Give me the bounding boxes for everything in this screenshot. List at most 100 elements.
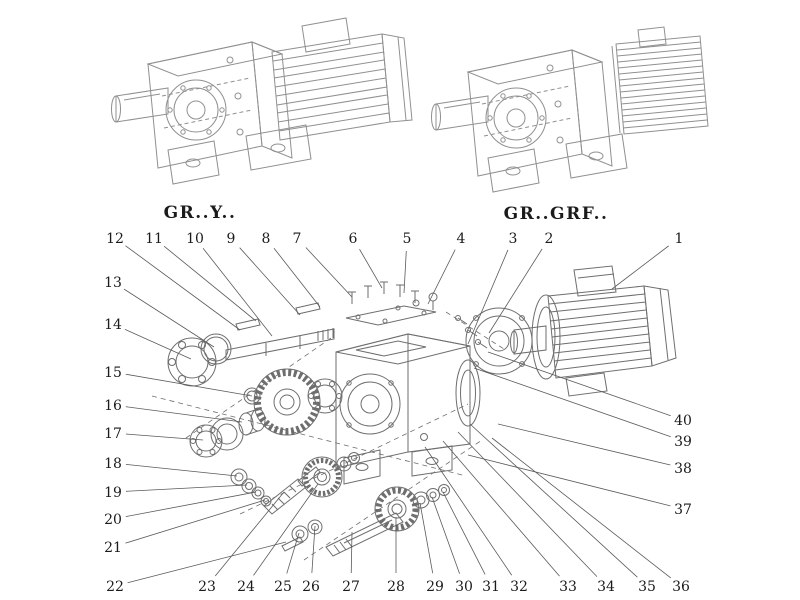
leader-line-21	[125, 499, 266, 544]
leader-line-15	[125, 373, 253, 397]
callout-number-20: 20	[104, 512, 122, 528]
output-key	[281, 536, 304, 552]
intermediate-bearing	[307, 378, 343, 414]
leader-line-22	[127, 541, 287, 584]
front-hub	[165, 79, 227, 141]
callout-number-8: 8	[262, 231, 271, 247]
callout-number-22: 22	[106, 579, 124, 595]
callout-number-6: 6	[349, 231, 358, 247]
callout-number-30: 30	[455, 579, 473, 595]
leader-line-9	[239, 247, 301, 316]
drain-plug	[420, 433, 428, 441]
callout-number-3: 3	[509, 231, 518, 247]
variant-label-gr-y: GR..Y..	[164, 203, 237, 223]
pinion-teeth	[317, 328, 334, 341]
callout-number-2: 2	[545, 231, 554, 247]
leader-line-39	[473, 367, 671, 438]
leader-line-29	[419, 502, 434, 574]
callout-number-37: 37	[674, 502, 692, 518]
callout-number-9: 9	[227, 231, 236, 247]
variant-label-gr-grf: GR..GRF..	[504, 204, 609, 224]
gearbox-housing	[147, 41, 263, 169]
callout-number-39: 39	[674, 434, 692, 450]
callout-number-27: 27	[342, 579, 360, 595]
finned-motor-block	[611, 26, 709, 135]
leader-line-19	[125, 484, 248, 492]
callout-number-13: 13	[104, 275, 122, 291]
motor-shaft	[513, 325, 547, 355]
motor-foot	[565, 372, 608, 397]
output-shaft	[431, 95, 489, 131]
input-bearing	[167, 337, 217, 387]
terminal-box	[301, 17, 351, 53]
fan-cover	[643, 285, 677, 367]
leader-line-10	[202, 247, 273, 337]
leader-line-20	[125, 491, 257, 517]
callout-number-12: 12	[106, 231, 124, 247]
shaft-key	[295, 302, 321, 315]
leader-line-5	[403, 250, 407, 294]
callout-number-17: 17	[104, 426, 122, 442]
terminal-box	[637, 26, 667, 48]
callout-number-31: 31	[482, 579, 500, 595]
assembled-view-gr-y	[111, 17, 413, 185]
input-shaft	[225, 302, 335, 361]
washer-stack	[230, 468, 272, 507]
leader-line-35	[469, 423, 638, 578]
leader-line-31	[442, 491, 486, 575]
mounting-feet	[487, 133, 628, 193]
callout-number-16: 16	[104, 398, 122, 414]
callout-number-26: 26	[302, 579, 320, 595]
callout-number-33: 33	[559, 579, 577, 595]
fan-cover	[381, 33, 413, 123]
cover-bolts	[348, 281, 419, 304]
leader-line-38	[497, 423, 671, 466]
leader-line-26	[311, 525, 316, 574]
flange-adapter	[465, 307, 533, 375]
leader-line-24	[253, 483, 319, 576]
shaft-key	[235, 318, 261, 331]
leader-line-13	[123, 288, 215, 348]
cover-plate	[345, 299, 437, 326]
leader-line-7	[305, 247, 353, 298]
output-gear	[374, 486, 420, 532]
callout-number-40: 40	[674, 413, 692, 429]
callout-number-18: 18	[104, 456, 122, 472]
leader-line-18	[125, 463, 238, 477]
callout-number-25: 25	[274, 579, 292, 595]
leader-line-40	[487, 351, 671, 417]
output-shaft	[111, 87, 169, 123]
leader-line-17	[125, 433, 204, 441]
callout-number-5: 5	[403, 231, 412, 247]
callout-number-11: 11	[145, 231, 163, 247]
callout-number-21: 21	[104, 540, 122, 556]
callout-number-19: 19	[104, 485, 122, 501]
vent-plug	[412, 299, 420, 307]
callout-number-1: 1	[675, 231, 684, 247]
motor	[510, 265, 677, 397]
callout-number-35: 35	[638, 579, 656, 595]
leader-line-4	[427, 249, 456, 305]
callout-number-29: 29	[426, 579, 444, 595]
leader-line-12	[125, 245, 241, 331]
assembled-view-gr-grf	[431, 26, 709, 193]
small-rings	[336, 452, 360, 472]
gear-housing	[335, 292, 481, 485]
leader-line-23	[214, 491, 285, 577]
motor	[271, 17, 413, 141]
callout-number-4: 4	[457, 231, 466, 247]
callout-number-28: 28	[387, 579, 405, 595]
callout-number-23: 23	[198, 579, 216, 595]
gearbox-housing	[467, 49, 583, 177]
callout-number-32: 32	[510, 579, 528, 595]
leader-line-34	[457, 431, 598, 577]
leader-line-8	[273, 247, 321, 308]
intermediate-gear	[301, 456, 343, 498]
callout-number-34: 34	[597, 579, 615, 595]
callout-number-10: 10	[186, 231, 204, 247]
leader-line-14	[124, 328, 192, 360]
flange-bolts	[445, 311, 505, 350]
terminal-box	[573, 265, 617, 297]
